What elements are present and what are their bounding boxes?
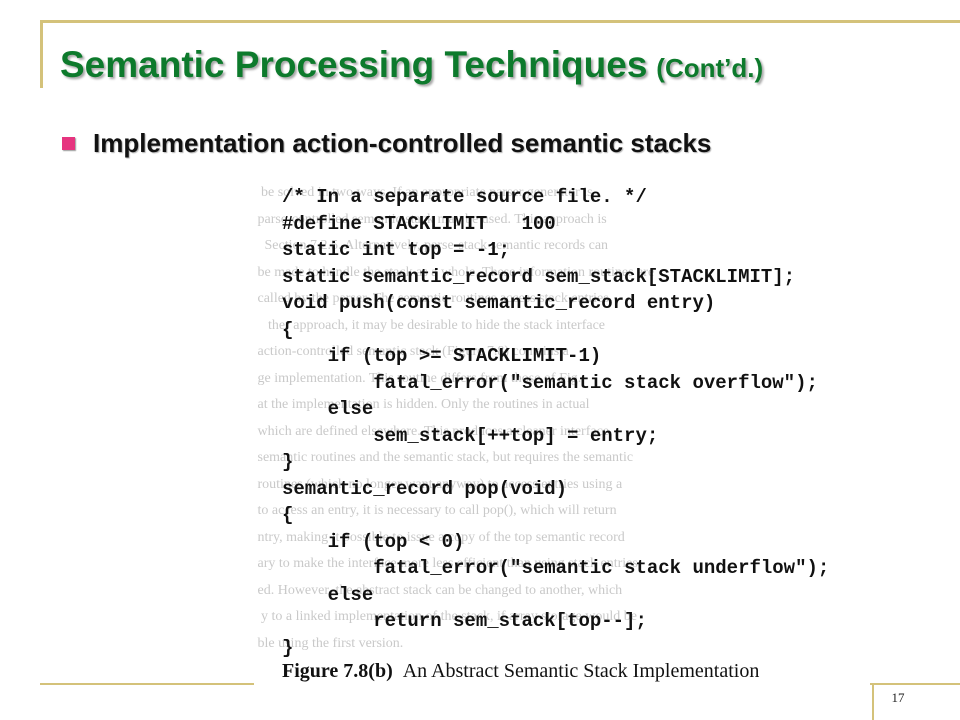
- figure-caption: Figure 7.8(b) An Abstract Semantic Stack …: [282, 660, 759, 683]
- frame-left-line: [40, 20, 43, 88]
- figure-caption-text: An Abstract Semantic Stack Implementatio…: [402, 660, 760, 682]
- frame-footer-divider: [872, 683, 874, 720]
- figure-scan: be solved in two ways. If an appropriate…: [254, 180, 870, 700]
- square-bullet-icon: [62, 137, 75, 150]
- code-listing: /* In a separate source file. */ #define…: [282, 186, 830, 659]
- frame-top-line: [40, 20, 960, 23]
- bullet-text: Implementation action-controlled semanti…: [93, 128, 712, 158]
- slide-title-main: Semantic Processing Techniques: [60, 44, 648, 85]
- slide-title: Semantic Processing Techniques (Cont’d.): [60, 44, 763, 86]
- bullet-item: Implementation action-controlled semanti…: [62, 128, 711, 159]
- figure-number: Figure 7.8(b): [282, 660, 393, 682]
- page-number: 17: [891, 690, 905, 705]
- slide-title-suffix: (Cont’d.): [656, 53, 764, 83]
- bleed-through-texture: be solved in two ways. If an appropriate…: [257, 185, 655, 650]
